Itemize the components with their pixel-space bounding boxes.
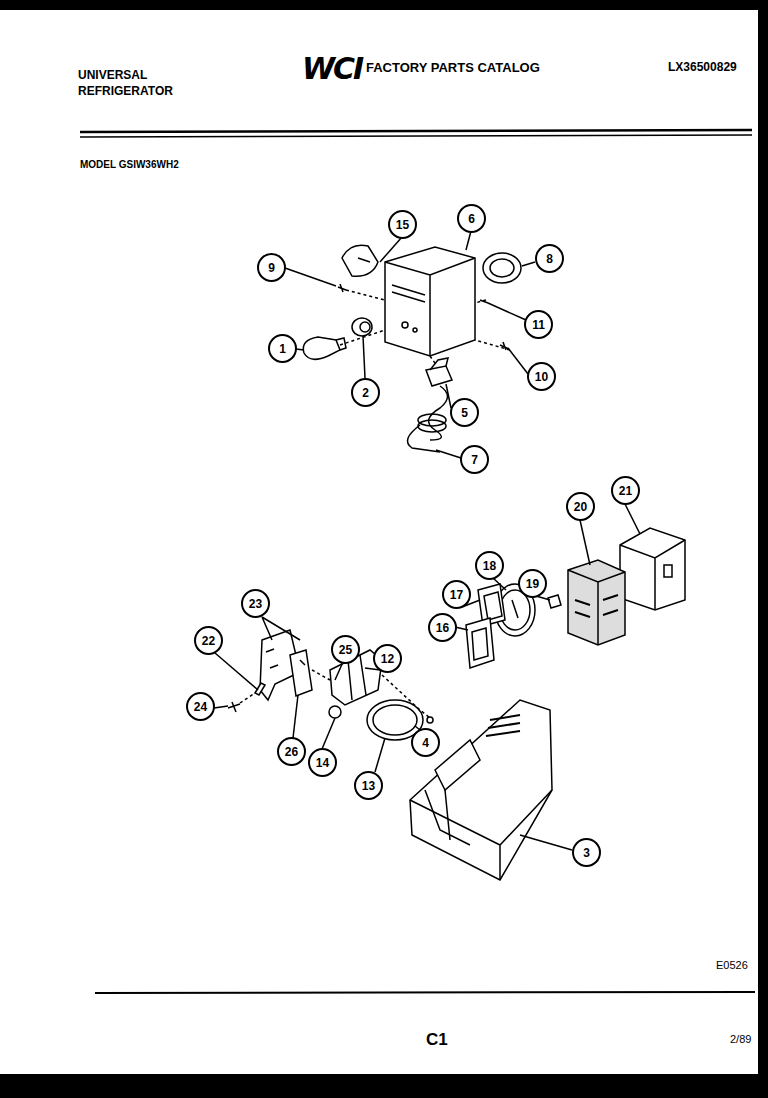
callout-number: 4 bbox=[422, 736, 429, 750]
callout-circle: 26 bbox=[277, 737, 306, 766]
callout-number: 18 bbox=[483, 559, 496, 573]
callout-number: 21 bbox=[619, 484, 632, 498]
callout-circle: 1 bbox=[268, 334, 297, 363]
model-number: MODEL GSIW36WH2 bbox=[80, 159, 179, 171]
callout-circle: 5 bbox=[450, 398, 479, 427]
callout-circle: 4 bbox=[411, 728, 440, 757]
brand-name: UNIVERSAL REFRIGERATOR bbox=[78, 67, 203, 99]
callout-number: 10 bbox=[535, 370, 548, 384]
figure-code: E0526 bbox=[716, 959, 748, 972]
catalog-number: LX36500829 bbox=[668, 61, 737, 75]
callout-number: 3 bbox=[583, 846, 590, 860]
callout-number: 1 bbox=[279, 342, 286, 356]
callout-circle: 10 bbox=[527, 362, 556, 391]
callout-circle: 3 bbox=[572, 838, 601, 867]
callout-number: 22 bbox=[202, 634, 215, 648]
callout-circle: 21 bbox=[611, 476, 640, 505]
callout-number: 12 bbox=[381, 652, 394, 666]
callout-number: 6 bbox=[468, 212, 475, 226]
callout-number: 25 bbox=[339, 643, 352, 657]
callout-circle: 2 bbox=[351, 378, 380, 407]
callout-number: 20 bbox=[574, 500, 587, 514]
catalog-title: FACTORY PARTS CATALOG bbox=[366, 61, 540, 76]
callout-number: 9 bbox=[268, 261, 275, 275]
callout-number: 26 bbox=[285, 745, 298, 759]
callout-number: 5 bbox=[461, 406, 468, 420]
callout-circle: 9 bbox=[257, 253, 286, 282]
callout-circle: 23 bbox=[241, 589, 270, 618]
callout-circle: 16 bbox=[428, 613, 457, 642]
callout-circle: 13 bbox=[354, 771, 383, 800]
callout-circle: 14 bbox=[308, 748, 337, 777]
callout-number: 11 bbox=[532, 318, 545, 332]
brand-logo: WCI bbox=[302, 52, 362, 87]
callout-number: 14 bbox=[316, 756, 329, 770]
callout-circle: 22 bbox=[194, 626, 223, 655]
callout-number: 8 bbox=[546, 252, 553, 266]
callout-circle: 6 bbox=[457, 204, 486, 233]
callout-number: 24 bbox=[194, 700, 207, 714]
callout-circle: 24 bbox=[186, 692, 215, 721]
callout-circle: 11 bbox=[524, 310, 553, 339]
callout-number: 17 bbox=[450, 588, 463, 602]
callout-number: 13 bbox=[362, 779, 375, 793]
callout-circle: 25 bbox=[331, 635, 360, 664]
callout-circle: 19 bbox=[518, 569, 547, 598]
date-code: 2/89 bbox=[730, 1033, 751, 1046]
callout-circle: 18 bbox=[475, 551, 504, 580]
callout-circle: 12 bbox=[373, 644, 402, 673]
callout-number: 23 bbox=[249, 597, 262, 611]
callout-number: 16 bbox=[436, 621, 449, 635]
callout-number: 7 bbox=[471, 453, 478, 467]
callout-number: 15 bbox=[396, 218, 409, 232]
callout-number: 19 bbox=[526, 577, 539, 591]
callout-circle: 15 bbox=[388, 210, 417, 239]
callout-circle: 20 bbox=[566, 492, 595, 521]
page-number: C1 bbox=[426, 1030, 448, 1050]
callout-number: 2 bbox=[362, 386, 369, 400]
callout-circle: 8 bbox=[535, 244, 564, 273]
callout-circle: 7 bbox=[460, 445, 489, 474]
callout-circle: 17 bbox=[442, 580, 471, 609]
